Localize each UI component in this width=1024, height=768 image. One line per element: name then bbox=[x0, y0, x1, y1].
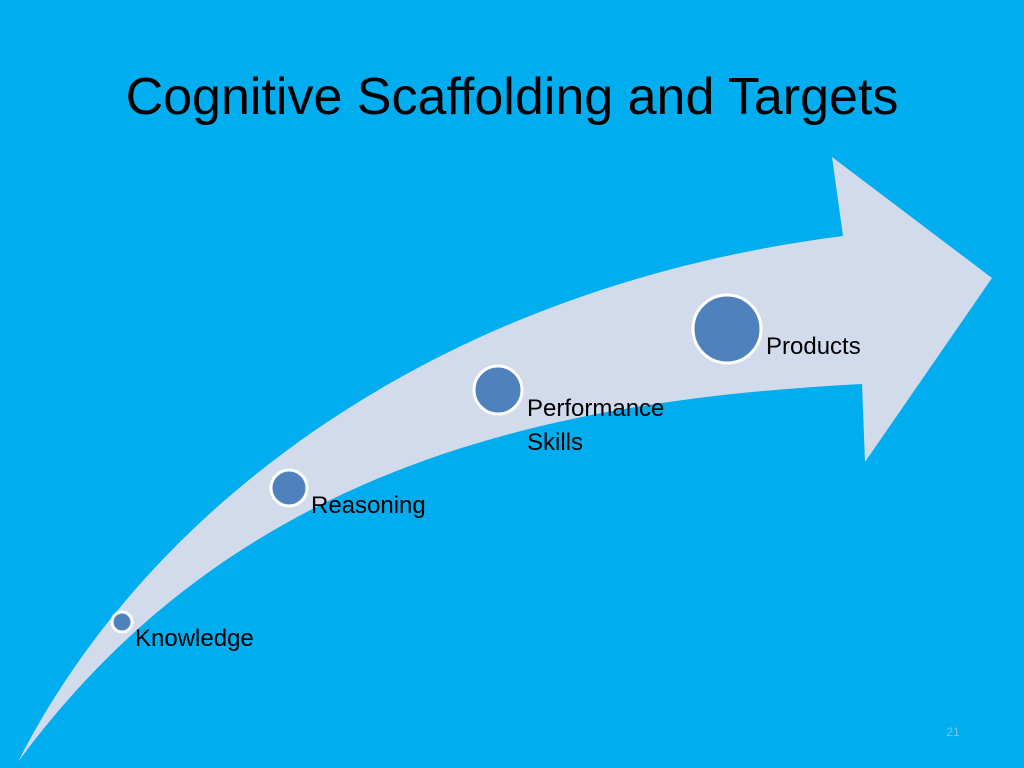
step-label-line: Skills bbox=[527, 429, 584, 456]
step-label-products: Products bbox=[766, 330, 861, 364]
step-label-knowledge: Knowledge bbox=[135, 622, 254, 656]
step-label-line: Products bbox=[766, 333, 861, 360]
node-performance-skills bbox=[472, 364, 524, 416]
step-label-performance-skills: Performance Skills bbox=[527, 392, 664, 460]
slide-number: 21 bbox=[946, 725, 960, 739]
step-label-line: Knowledge bbox=[135, 625, 254, 652]
slide-title: Cognitive Scaffolding and Targets bbox=[125, 68, 899, 126]
node-reasoning bbox=[269, 468, 309, 508]
step-label-reasoning: Reasoning bbox=[311, 489, 426, 523]
step-label-line: Reasoning bbox=[311, 492, 426, 519]
step-label-line: Performance bbox=[527, 395, 665, 422]
node-knowledge bbox=[110, 610, 134, 634]
node-products bbox=[691, 293, 763, 365]
